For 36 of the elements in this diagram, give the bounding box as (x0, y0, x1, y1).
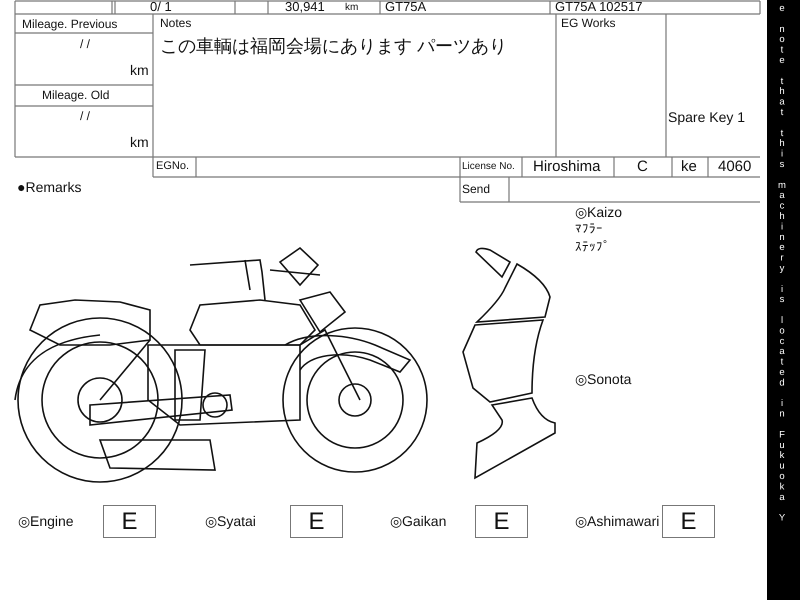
field-label: EGNo. (156, 161, 190, 172)
section-heading: ◎Kaizo (575, 205, 622, 219)
field-value: 0/ 1 (150, 0, 172, 13)
grade-box: E (662, 505, 715, 538)
field-value: Hiroshima (533, 159, 601, 174)
field-value: GT75A 102517 (555, 0, 642, 13)
field-label: License No. (462, 162, 515, 172)
grade-box: E (475, 505, 528, 538)
mileage-value: 30,941 (285, 0, 325, 13)
section-heading: ●Remarks (17, 180, 82, 194)
note-text: ｽﾃｯﾌﾟ (575, 240, 610, 253)
grade-label: ◎Engine (18, 514, 74, 528)
field-label: EG Works (561, 17, 616, 29)
grade-box: E (103, 505, 156, 538)
grade-box: E (290, 505, 343, 538)
grade-label: ◎Ashimawari (575, 514, 660, 528)
unit-label: km (130, 63, 149, 77)
date-field: / / (80, 38, 90, 50)
date-field: / / (80, 110, 90, 122)
field-value: C (637, 159, 648, 174)
field-value: GT75A (385, 0, 426, 13)
field-label: Mileage. Old (42, 89, 110, 101)
unit-label: km (345, 3, 358, 13)
unit-label: km (130, 135, 149, 149)
field-value: 4060 (718, 159, 752, 174)
field-label: Mileage. Previous (22, 18, 118, 30)
grade-label: ◎Gaikan (390, 514, 446, 528)
field-label: Spare Key 1 (668, 110, 746, 124)
vertical-note: e note that this machinery is located in Fukuoka Y (777, 3, 786, 524)
note-text: ﾏﾌﾗｰ (575, 222, 603, 235)
field-label: Send (462, 183, 490, 195)
grade-label: ◎Syatai (205, 514, 256, 528)
section-heading: ◎Sonota (575, 372, 632, 386)
note-text: この車輌は福岡会場にあります パーツあり (160, 37, 508, 55)
field-label: Notes (160, 17, 192, 29)
field-value: ke (681, 159, 697, 174)
